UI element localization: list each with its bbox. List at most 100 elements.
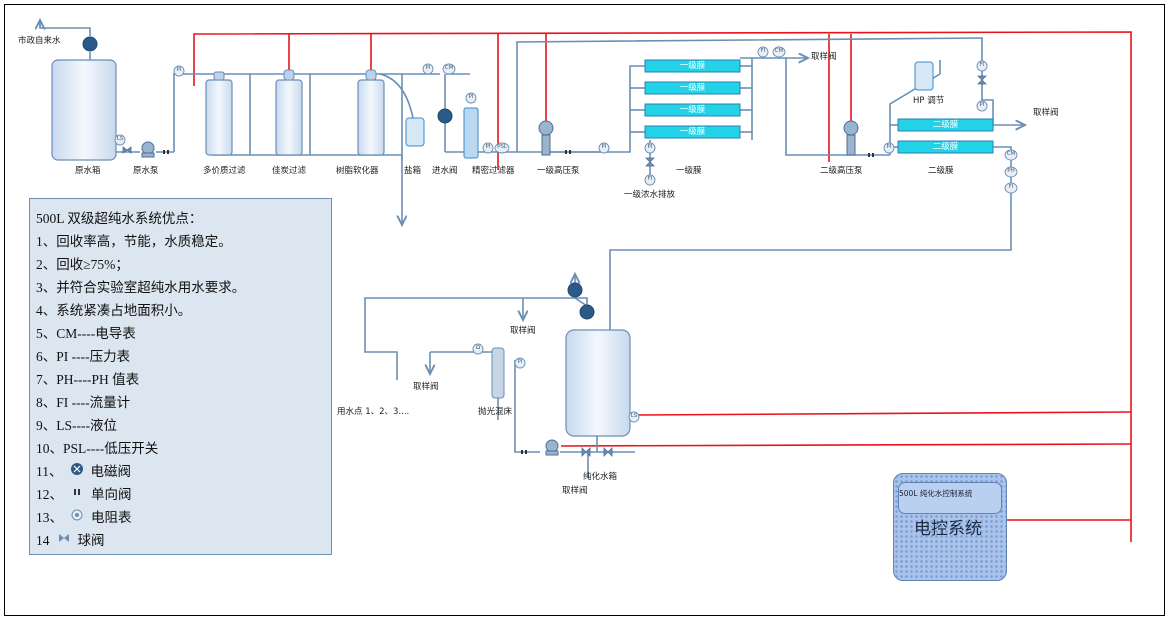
pi-tag: PI: [647, 144, 653, 150]
pi-tag: PI: [485, 144, 491, 150]
ls-gauge-icon: [628, 411, 640, 423]
hp-pump-2-icon: [843, 120, 859, 136]
process-pipes: [40, 20, 1025, 478]
check-valve-icon-1: [163, 150, 165, 154]
check-valve-icon-4: [521, 450, 523, 454]
use-points-label: 用水点 1、2、3....: [337, 407, 410, 417]
ph-gauge-icon: [1004, 166, 1018, 178]
control-system-subtitle: 500L 纯化水控制系统: [899, 489, 973, 498]
multi-media-filter: [205, 79, 233, 156]
resistivity-meter-icon: [69, 506, 85, 529]
pi-tag: PI: [601, 144, 607, 150]
sample-valve-mid-label: 取样阀: [510, 326, 536, 336]
hp-pump-1-label: 一级高压泵: [537, 166, 580, 176]
tank-ball-valve-icon-2: [603, 447, 613, 457]
cm-tag: CM: [774, 48, 784, 54]
hp-pump-2-label: 二级高压泵: [820, 166, 863, 176]
cm-gauge-icon: [442, 63, 456, 75]
legend-item: 10、PSL----低压开关: [36, 441, 159, 456]
primary-membrane-group-label: 一级膜: [676, 166, 702, 176]
inlet-solenoid-valve-icon: [437, 108, 453, 124]
cm-tag: CM: [1006, 151, 1016, 157]
multi-media-filter-cap: [213, 71, 225, 81]
legend-symbol-item: 12、 单向阀: [36, 483, 331, 506]
control-system-title: 电控系统: [914, 519, 982, 539]
primary-membrane-2: [644, 81, 741, 95]
fi-gauge-icon: [976, 60, 988, 72]
precision-filter: [463, 107, 479, 159]
legend-symbol-text: 球阀: [77, 533, 105, 548]
fi-tag: FI: [647, 176, 653, 182]
secondary-membrane-group-label: 二级膜: [928, 166, 954, 176]
carbon-filter-cap: [283, 69, 295, 81]
primary-drain-label: 一级浓水排放: [624, 190, 676, 200]
primary-membrane-4: [644, 125, 741, 139]
fi-tag: FI: [1008, 184, 1014, 190]
secondary-membrane-label: 二级膜: [932, 142, 959, 152]
primary-membrane-1: [644, 59, 741, 73]
sample-valve-right-label: 取样阀: [1033, 108, 1059, 118]
cm-gauge-icon: [1004, 149, 1018, 161]
ph-tag: PH: [1007, 168, 1015, 174]
pure-water-tank-label: 纯化水箱: [583, 472, 618, 482]
legend-number: 12、: [36, 487, 63, 502]
legend-item: 7、PH----PH 值表: [36, 372, 140, 387]
pure-water-tank: [565, 329, 631, 437]
legend-symbol-item: 13、电阻表: [36, 506, 331, 529]
legend-symbol-text: 单向阀: [91, 487, 132, 502]
pi-tag: PI: [886, 144, 892, 150]
primary-membrane-3: [644, 103, 741, 117]
pi-tag: PI: [468, 94, 474, 100]
legend-item: 1、回收率高，节能，水质稳定。: [36, 234, 232, 249]
legend-item: 9、LS----液位: [36, 418, 117, 433]
pi-gauge-icon: [976, 100, 988, 112]
pi-gauge-icon: [514, 357, 526, 369]
raw-ball-valve-icon: [122, 146, 132, 154]
pi-tag: PI: [517, 359, 523, 365]
legend-item: 3、并符合实验室超纯水用水要求。: [36, 280, 246, 295]
salt-box: [405, 117, 425, 147]
sample-valve-top-label: 取样阀: [811, 52, 837, 62]
legend-item: 5、CM----电导表: [36, 326, 136, 341]
inlet-valve-label: 进水阀: [432, 166, 458, 176]
legend-item: 4、系统紧凑占地面积小。: [36, 303, 192, 318]
pi-tag: PI: [425, 65, 431, 71]
pi-tag: PI: [979, 102, 985, 108]
raw-water-tank: [51, 59, 117, 161]
raw-water-pump-icon: [141, 141, 155, 155]
tank-solenoid-valve-icon: [567, 282, 583, 298]
tank-inlet-solenoid-valve-icon: [579, 304, 595, 320]
fi-gauge-icon: [644, 174, 656, 186]
carbon-filter-label: 佳炭过滤: [272, 166, 307, 176]
source-solenoid-valve-icon: [82, 36, 98, 52]
legend-symbol-text: 电阻表: [91, 510, 132, 525]
resin-softener-label: 树脂软化器: [336, 166, 379, 176]
second-ball-valve-icon: [977, 75, 987, 85]
primary-membrane-label: 一级膜: [679, 61, 706, 71]
fi-gauge-icon: [757, 46, 769, 58]
pi-gauge-icon: [598, 142, 610, 154]
polishing-bed-label: 抛光混床: [478, 407, 513, 417]
precision-filter-label: 精密过滤器: [472, 166, 515, 176]
ls-tag: LS: [630, 413, 638, 419]
legend-item: 2、回收≥75%；: [36, 257, 129, 272]
hp-adjust-label: HP 调节: [913, 96, 945, 106]
sample-valve-bottom-label: 取样阀: [562, 486, 588, 496]
secondary-membrane-1: [897, 118, 994, 132]
raw-tank-label: 原水箱: [75, 166, 101, 176]
control-system-cabinet: 500L 纯化水控制系统 电控系统: [893, 473, 1007, 581]
tank-outlet-pump-icon: [545, 439, 559, 453]
control-system-header: [898, 482, 1002, 514]
legend-title: 500L 双级超纯水系统优点：: [36, 211, 203, 226]
legend-symbol-item: 11、 电磁阀: [36, 460, 331, 483]
legend-symbol-text: 电磁阀: [90, 464, 132, 479]
salt-box-label: 盐箱: [404, 166, 422, 176]
pi-gauge-icon: [465, 92, 477, 104]
primary-membrane-label: 一级膜: [679, 127, 706, 137]
fi-tag: FI: [760, 48, 766, 54]
legend-number: 11、: [36, 464, 63, 479]
ball-valve-icon: [56, 529, 72, 552]
pi-gauge-icon: [883, 142, 895, 154]
